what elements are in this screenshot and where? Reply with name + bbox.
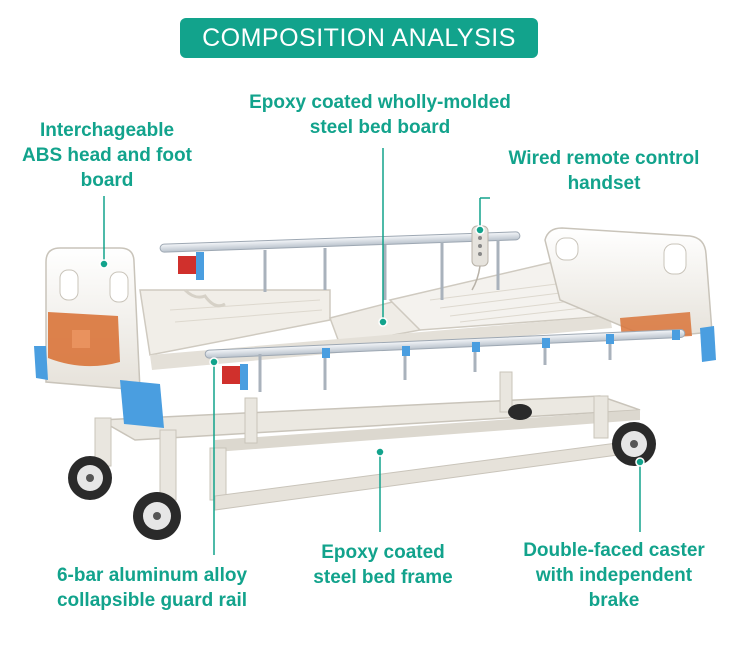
label-head-foot-board: Interchageable ABS head and foot board bbox=[8, 118, 206, 193]
banner-title: COMPOSITION ANALYSIS bbox=[202, 23, 516, 52]
label-line: Double-faced caster bbox=[523, 540, 705, 561]
label-line: Wired remote control bbox=[508, 148, 700, 169]
label-line: board bbox=[80, 170, 134, 191]
label-line: Interchageable bbox=[39, 120, 175, 141]
bed-base-frame bbox=[94, 371, 641, 511]
label-line: with independent bbox=[535, 565, 693, 586]
label-line: steel bed frame bbox=[313, 567, 453, 588]
casters bbox=[68, 404, 656, 540]
label-bed-frame: Epoxy coated steel bed frame bbox=[298, 540, 468, 590]
label-line: steel bed board bbox=[309, 117, 451, 138]
label-line: Epoxy coated bbox=[321, 542, 445, 563]
label-line: 6-bar aluminum alloy bbox=[56, 565, 248, 586]
guard-rail-front bbox=[204, 328, 686, 392]
foot-board bbox=[34, 247, 164, 428]
guard-rail-back bbox=[159, 231, 521, 300]
leader-dot bbox=[99, 225, 645, 467]
leader-lines bbox=[103, 148, 641, 555]
label-remote: Wired remote control handset bbox=[495, 146, 713, 196]
label-line: Epoxy coated wholly-molded bbox=[249, 92, 511, 113]
label-line: brake bbox=[588, 590, 640, 611]
label-line: collapsible guard rail bbox=[56, 590, 248, 611]
composition-banner: COMPOSITION ANALYSIS bbox=[180, 18, 538, 58]
label-bed-board: Epoxy coated wholly-molded steel bed boa… bbox=[230, 90, 530, 140]
label-guard-rail: 6-bar aluminum alloy collapsible guard r… bbox=[36, 563, 268, 613]
remote-handset bbox=[471, 225, 489, 291]
label-caster: Double-faced caster with independent bra… bbox=[510, 538, 718, 613]
head-board bbox=[544, 227, 716, 362]
label-line: ABS head and foot bbox=[22, 145, 192, 166]
label-line: handset bbox=[567, 173, 641, 194]
